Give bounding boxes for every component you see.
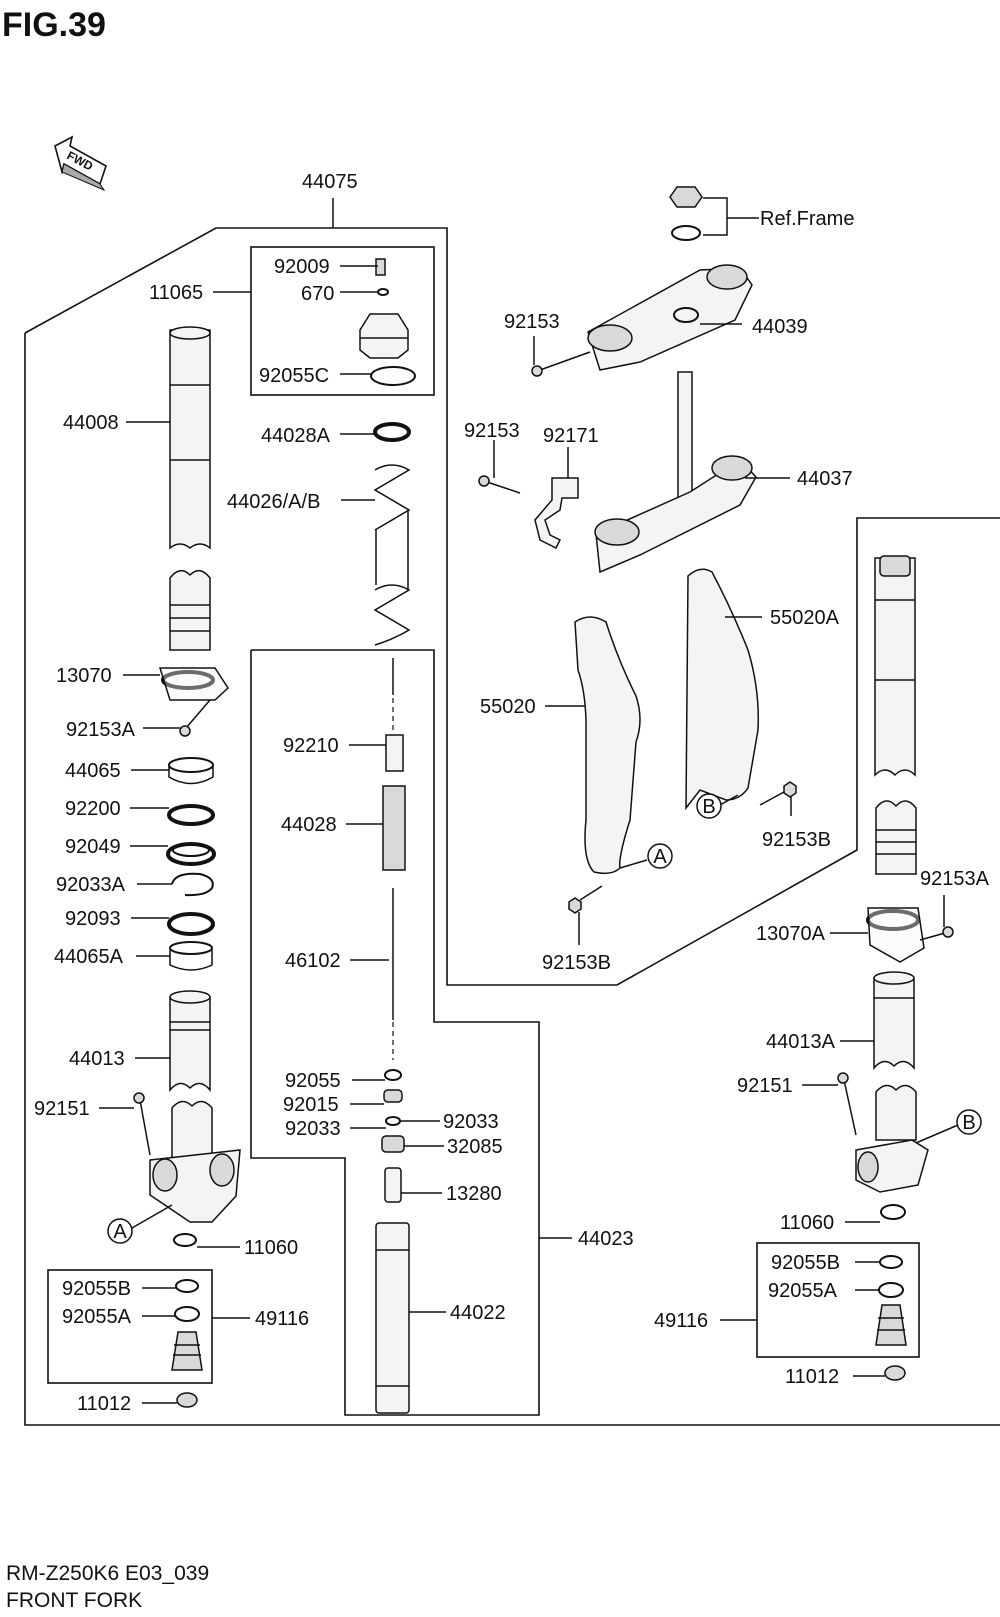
callout-a-left-label: A bbox=[113, 1221, 127, 1243]
label-55020a: 55020A bbox=[770, 607, 840, 629]
label-92033a: 92033A bbox=[56, 874, 126, 896]
label-13070a: 13070A bbox=[756, 923, 826, 945]
label-670: 670 bbox=[301, 283, 334, 305]
left-fork-parts bbox=[133, 326, 241, 1408]
callout-a-right-label: A bbox=[653, 846, 667, 868]
label-92153b-left: 92153B bbox=[542, 952, 611, 974]
label-44013a: 44013A bbox=[766, 1031, 836, 1053]
label-92015: 92015 bbox=[283, 1094, 339, 1116]
callout-b-center: B bbox=[696, 793, 722, 819]
label-44037: 44037 bbox=[797, 468, 853, 490]
label-44028: 44028 bbox=[281, 814, 337, 836]
section-name: FRONT FORK bbox=[6, 1589, 142, 1612]
steering-clamp-parts bbox=[478, 186, 797, 914]
label-55020: 55020 bbox=[480, 696, 536, 718]
callout-a-right: A bbox=[647, 843, 673, 869]
callout-a-left: A bbox=[107, 1218, 133, 1244]
label-92055a-right: 92055A bbox=[768, 1280, 838, 1302]
label-11012-right: 11012 bbox=[785, 1366, 839, 1388]
label-44008: 44008 bbox=[63, 412, 119, 434]
label-92055b-right: 92055B bbox=[771, 1252, 840, 1274]
label-92093: 92093 bbox=[65, 908, 121, 930]
label-92009: 92009 bbox=[274, 256, 330, 278]
label-44023: 44023 bbox=[578, 1228, 634, 1250]
label-46102: 46102 bbox=[285, 950, 341, 972]
callout-b-center-label: B bbox=[702, 796, 715, 818]
callout-b-right-label: B bbox=[962, 1112, 975, 1134]
fork-assembly-frame bbox=[24, 198, 1000, 1426]
model-code: RM-Z250K6 E03_039 bbox=[6, 1562, 209, 1585]
label-92153-top: 92153 bbox=[504, 311, 560, 333]
leader-lines bbox=[99, 265, 959, 1404]
label-44026: 44026/A/B bbox=[227, 491, 320, 513]
label-13070: 13070 bbox=[56, 665, 112, 687]
label-44065a: 44065A bbox=[54, 946, 124, 968]
label-11012-left: 11012 bbox=[77, 1393, 131, 1415]
label-92033-right: 92033 bbox=[443, 1111, 499, 1133]
label-92049: 92049 bbox=[65, 836, 121, 858]
label-92033-left: 92033 bbox=[285, 1118, 341, 1140]
label-92055a-left: 92055A bbox=[62, 1306, 132, 1328]
label-92200: 92200 bbox=[65, 798, 121, 820]
label-92153a-left: 92153A bbox=[66, 719, 136, 741]
label-92055b-left: 92055B bbox=[62, 1278, 131, 1300]
label-92210: 92210 bbox=[283, 735, 339, 757]
label-11060-right: 11060 bbox=[780, 1212, 834, 1234]
label-32085: 32085 bbox=[447, 1136, 503, 1158]
label-44039: 44039 bbox=[752, 316, 808, 338]
right-fork-parts bbox=[837, 555, 954, 1381]
label-11060-left: 11060 bbox=[244, 1237, 298, 1259]
label-92153-mid: 92153 bbox=[464, 420, 520, 442]
part-labels: 44075 11065 92009 670 92055C 44008 44028… bbox=[34, 171, 990, 1415]
label-92153b-right: 92153B bbox=[762, 829, 831, 851]
label-44065: 44065 bbox=[65, 760, 121, 782]
label-92153a-right: 92153A bbox=[920, 868, 990, 890]
fwd-arrow-icon: FWD bbox=[54, 135, 107, 192]
label-44075: 44075 bbox=[302, 171, 358, 193]
center-cartridge-parts bbox=[359, 258, 416, 1414]
label-13280: 13280 bbox=[446, 1183, 502, 1205]
label-92151-right: 92151 bbox=[737, 1075, 793, 1097]
label-49116-left: 49116 bbox=[255, 1308, 309, 1330]
label-92151-left: 92151 bbox=[34, 1098, 90, 1120]
label-11065: 11065 bbox=[149, 282, 203, 304]
ref-frame-label: Ref.Frame bbox=[760, 208, 854, 230]
callout-b-right: B bbox=[956, 1109, 982, 1135]
label-92055c: 92055C bbox=[259, 365, 329, 387]
label-92171: 92171 bbox=[543, 425, 599, 447]
label-44013: 44013 bbox=[69, 1048, 125, 1070]
label-44028a: 44028A bbox=[261, 425, 331, 447]
label-49116-right: 49116 bbox=[654, 1310, 708, 1332]
figure-title: FIG.39 bbox=[2, 6, 106, 44]
label-92055: 92055 bbox=[285, 1070, 341, 1092]
label-44022: 44022 bbox=[450, 1302, 506, 1324]
